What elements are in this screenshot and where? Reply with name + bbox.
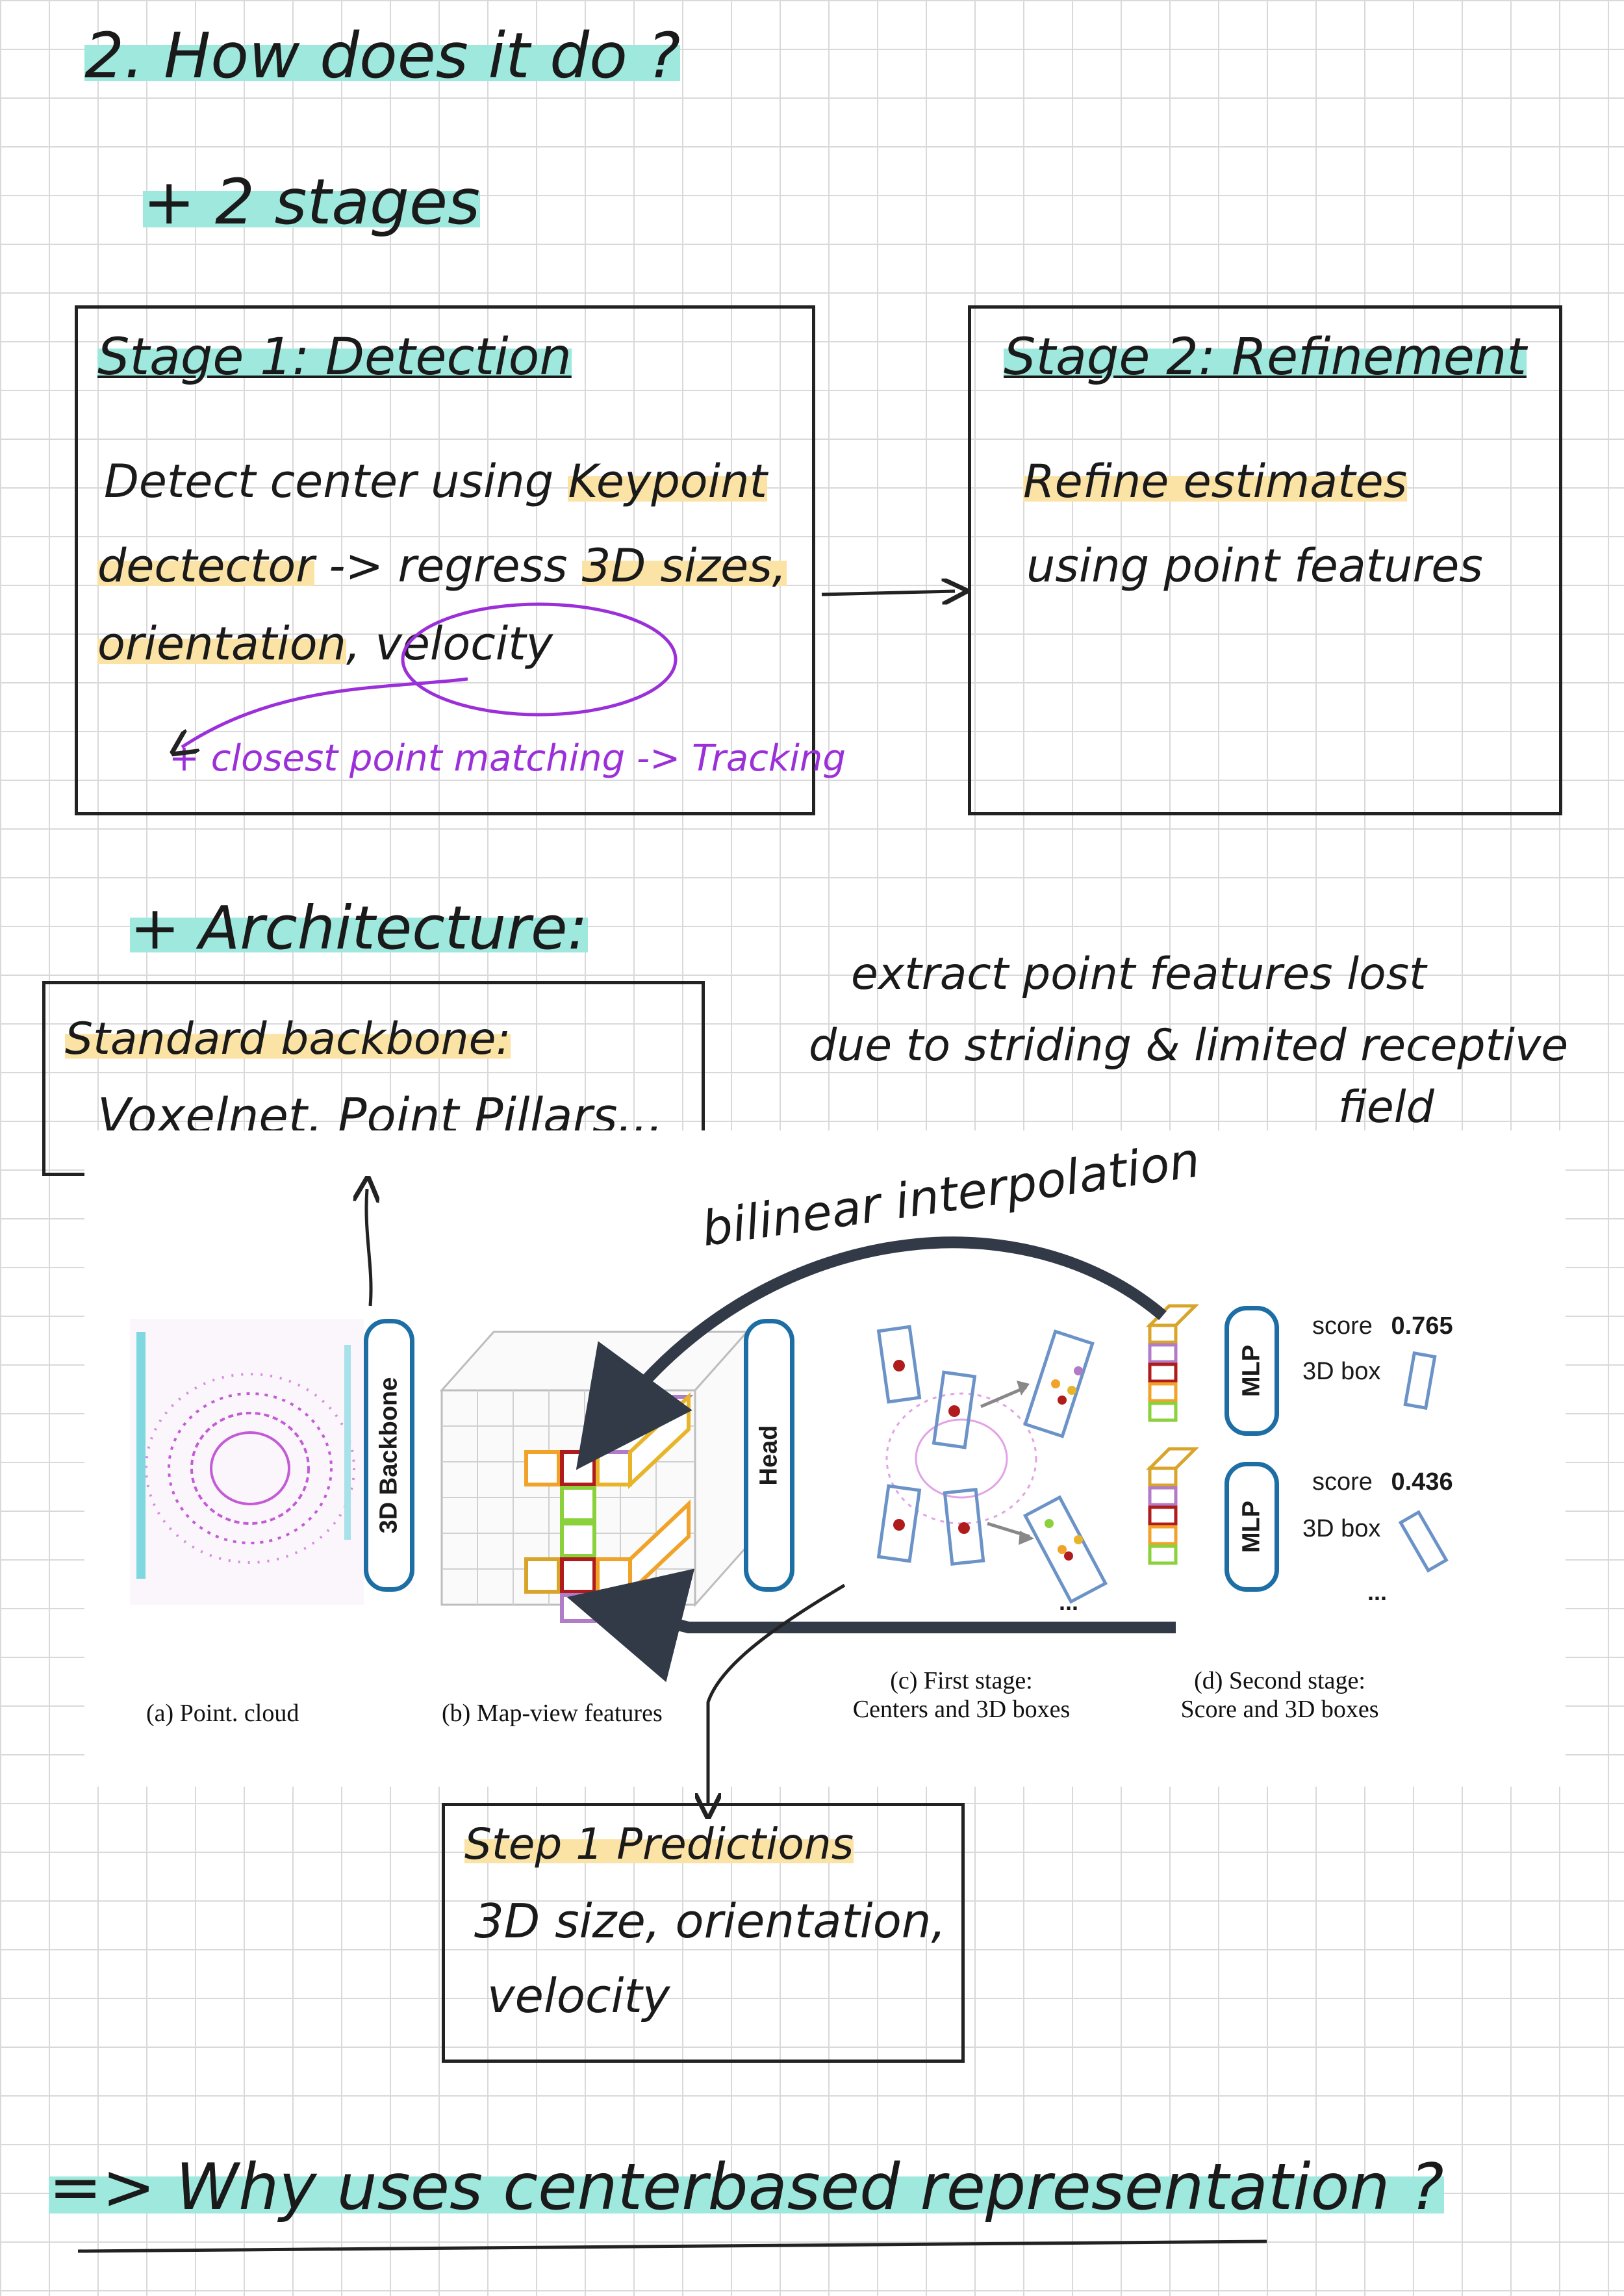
bullet-arch-text: + Architecture:: [130, 893, 588, 963]
stage2-line1: Refine estimates: [1023, 455, 1408, 508]
caption-b: (b) Map-view features: [442, 1700, 663, 1727]
first-stage-graphic: [876, 1325, 1108, 1604]
stage1-line3: orientation, velocity: [97, 617, 553, 670]
stage1-line2-c: 3D sizes,: [581, 539, 787, 593]
bullet-arch: + Architecture:: [130, 893, 588, 963]
stage1-line1-b: Keypoint: [568, 455, 767, 508]
velocity-arrow: [182, 677, 468, 747]
caption-c: (c) First stage: Centers and 3D boxes: [831, 1666, 1091, 1724]
stage2-title-text: Stage 2: Refinement: [1004, 328, 1527, 387]
point-cloud-image: [130, 1319, 364, 1605]
stage1-note: + closest point matching -> Tracking: [169, 737, 846, 780]
caption-d-line1: (d) Second stage:: [1194, 1667, 1365, 1694]
stage2-box: [968, 305, 1562, 815]
extract-note-line2-text: due to striding & limited receptive: [809, 1020, 1569, 1071]
caption-a: (a) Point. cloud: [146, 1700, 299, 1727]
stage1-line2: dectector -> regress 3D sizes,: [97, 539, 787, 593]
stage2-line1-text: Refine estimates: [1023, 455, 1408, 508]
box-glyph-1: [1403, 1351, 1437, 1410]
caption-c-line2: Centers and 3D boxes: [852, 1696, 1071, 1723]
first-stage-ellipsis: ...: [1059, 1588, 1079, 1615]
stage1-box: [75, 305, 815, 815]
stage1-line3-c: velocity: [375, 617, 553, 670]
backbone-title: Standard backbone:: [65, 1014, 511, 1065]
bottom-question: => Why uses centerbased representation ?: [49, 2150, 1444, 2225]
step1-box: [442, 1803, 965, 2063]
step1-line1: 3D size, orientation,: [474, 1894, 946, 1948]
stage1-line3-b: ,: [346, 617, 375, 670]
backbone-up-arrow: [366, 1189, 371, 1307]
step1-title: Step 1 Predictions: [464, 1819, 854, 1869]
extract-note-line1: extract point features lost: [851, 949, 1427, 1000]
step1-title-text: Step 1 Predictions: [464, 1819, 854, 1869]
stage1-line1: Detect center using Keypoint: [104, 455, 767, 508]
bottom-interpolation-arrow: [566, 1568, 1176, 1683]
second-stage-ellipsis: ...: [1367, 1579, 1388, 1605]
score-value-2: 0.436: [1391, 1468, 1453, 1496]
caption-d-line2: Score and 3D boxes: [1180, 1696, 1379, 1723]
step1-line2-text: velocity: [487, 1969, 670, 2023]
score-row-1: score 0.765: [1312, 1312, 1453, 1340]
stage1-line2-a: dectector: [97, 539, 315, 593]
backbone-title-text: Standard backbone:: [65, 1014, 511, 1065]
bottom-underline: [77, 2239, 1267, 2253]
extract-note-line3: field: [1338, 1082, 1434, 1133]
stage2-line2-text: using point features: [1026, 539, 1483, 593]
extract-note-line1-text: extract point features lost: [851, 949, 1427, 1000]
top-interpolation-arrow: [576, 1236, 1167, 1470]
score-value-1: 0.765: [1391, 1312, 1453, 1340]
bottom-question-text: => Why uses centerbased representation ?: [49, 2150, 1444, 2225]
caption-d: (d) Second stage: Score and 3D boxes: [1150, 1666, 1410, 1724]
mlp-block-1: MLP: [1224, 1306, 1279, 1436]
extract-note-line3-text: field: [1338, 1082, 1434, 1133]
mlp-block-2: MLP: [1224, 1462, 1279, 1592]
point-cloud-graphic: [136, 1332, 355, 1579]
stage1-line2-b: -> regress: [314, 539, 582, 593]
bullet-stages-text: + 2 stages: [143, 166, 481, 238]
bullet-stages: + 2 stages: [143, 166, 481, 238]
stage1-title: Stage 1: Detection: [97, 328, 572, 387]
caption-c-line1: (c) First stage:: [890, 1667, 1033, 1694]
step1-line1-text: 3D size, orientation,: [474, 1894, 946, 1948]
velocity-circle: [401, 602, 678, 717]
extract-note-line2: due to striding & limited receptive: [809, 1020, 1568, 1071]
backbone-block: 3D Backbone: [364, 1319, 414, 1592]
stage-arrow: [821, 591, 955, 594]
predictions-down-arrow: [708, 1583, 846, 1806]
score-label-2: score: [1312, 1468, 1373, 1496]
stage1-title-text: Stage 1: Detection: [97, 328, 572, 387]
stage1-line3-a: orientation: [97, 617, 346, 670]
score-row-2: score 0.436: [1312, 1468, 1453, 1496]
score-label-1: score: [1312, 1312, 1373, 1340]
box-label-2: 3D box: [1302, 1515, 1381, 1542]
stage1-note-text: + closest point matching -> Tracking: [169, 737, 846, 780]
stage2-title: Stage 2: Refinement: [1004, 328, 1527, 387]
stage2-line2: using point features: [1026, 539, 1483, 593]
head-block: Head: [744, 1319, 794, 1592]
second-stage-features: [1145, 1304, 1200, 1565]
heading-text: 2. How does it do ?: [84, 19, 681, 92]
box-label-1: 3D box: [1302, 1358, 1381, 1385]
box-glyph-2: [1398, 1510, 1449, 1573]
heading: 2. How does it do ?: [84, 19, 681, 92]
step1-line2: velocity: [487, 1969, 670, 2023]
stage1-line1-a: Detect center using: [104, 455, 568, 508]
